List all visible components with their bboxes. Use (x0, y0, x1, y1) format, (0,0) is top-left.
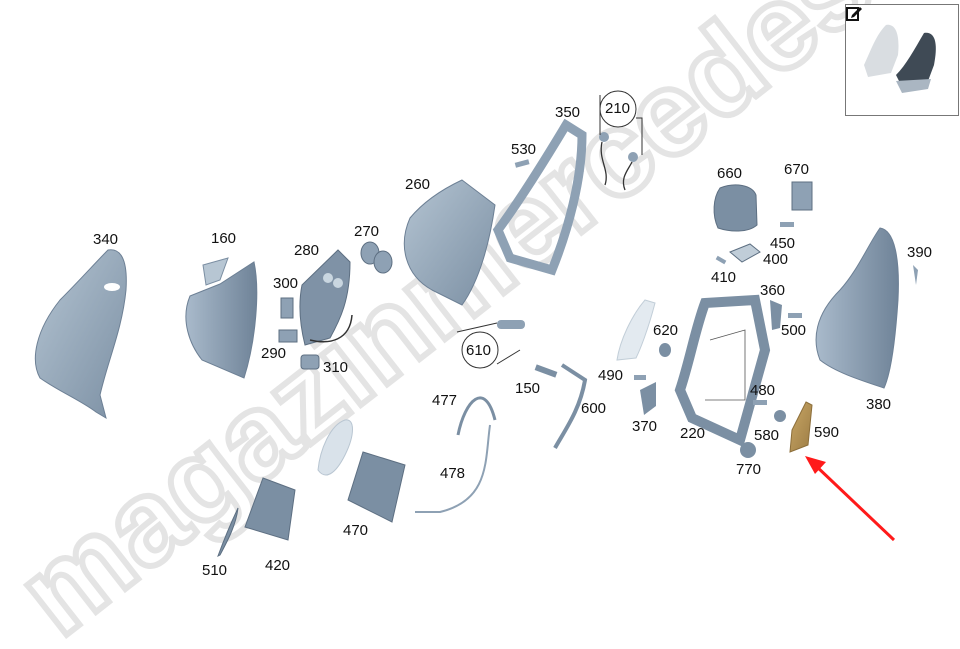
part-label-610[interactable]: 610 (466, 342, 492, 359)
part-300[interactable] (280, 297, 294, 319)
part-label-590[interactable]: 590 (814, 424, 840, 441)
part-label-300[interactable]: 300 (273, 275, 299, 292)
part-610[interactable] (456, 320, 525, 365)
seat-thumbnail-image (864, 24, 936, 93)
part-580[interactable] (774, 410, 786, 422)
part-label-500[interactable]: 500 (781, 322, 807, 339)
part-label-660[interactable]: 660 (717, 165, 743, 182)
part-590-highlighted[interactable] (789, 401, 813, 453)
part-360[interactable] (770, 300, 782, 330)
part-label-530[interactable]: 530 (511, 141, 537, 158)
part-label-390[interactable]: 390 (907, 244, 933, 261)
part-label-580[interactable]: 580 (754, 427, 780, 444)
part-290[interactable] (278, 329, 298, 343)
part-340-backrest-cover[interactable] (34, 249, 127, 420)
part-510[interactable] (217, 507, 239, 558)
part-label-340[interactable]: 340 (93, 231, 119, 248)
edit-icon[interactable] (846, 5, 862, 21)
part-530[interactable] (514, 159, 530, 168)
part-label-620[interactable]: 620 (653, 322, 679, 339)
part-label-150[interactable]: 150 (515, 380, 541, 397)
part-label-310[interactable]: 310 (323, 359, 349, 376)
part-label-210[interactable]: 210 (605, 100, 631, 117)
part-label-360[interactable]: 360 (760, 282, 786, 299)
highlight-arrow (805, 456, 896, 542)
part-770[interactable] (740, 442, 756, 458)
part-bolster-foam[interactable] (616, 299, 656, 361)
part-210-cables[interactable] (599, 95, 643, 191)
part-160[interactable] (202, 257, 229, 286)
part-410[interactable] (715, 255, 727, 265)
part-label-480[interactable]: 480 (750, 382, 776, 399)
part-260[interactable] (403, 179, 496, 306)
part-label-600[interactable]: 600 (581, 400, 607, 417)
part-label-470[interactable]: 470 (343, 522, 369, 539)
part-370[interactable] (640, 382, 656, 415)
part-390[interactable] (913, 265, 918, 285)
part-477[interactable] (456, 396, 497, 436)
part-label-270[interactable]: 270 (354, 223, 380, 240)
part-660-headrest[interactable] (713, 184, 758, 232)
callout-circle-610 (461, 331, 499, 369)
part-label-220[interactable]: 220 (680, 425, 706, 442)
part-label-280[interactable]: 280 (294, 242, 320, 259)
part-label-670[interactable]: 670 (784, 161, 810, 178)
part-478[interactable] (415, 424, 491, 513)
part-350-frame[interactable] (492, 118, 587, 276)
part-label-770[interactable]: 770 (736, 461, 762, 478)
part-310[interactable] (300, 354, 320, 370)
seat-overview-thumbnail[interactable] (845, 4, 959, 116)
part-label-370[interactable]: 370 (632, 418, 658, 435)
part-480[interactable] (753, 400, 767, 405)
part-label-410[interactable]: 410 (711, 269, 737, 286)
part-150[interactable] (534, 364, 558, 378)
part-160-panel[interactable] (185, 261, 258, 379)
part-600[interactable] (553, 363, 588, 449)
part-label-450[interactable]: 450 (770, 235, 796, 252)
part-220-frame[interactable] (674, 294, 771, 447)
part-label-380[interactable]: 380 (866, 396, 892, 413)
part-label-490[interactable]: 490 (598, 367, 624, 384)
part-280[interactable] (299, 249, 351, 346)
part-270[interactable] (360, 241, 393, 274)
part-label-510[interactable]: 510 (202, 562, 228, 579)
part-670[interactable] (791, 181, 813, 211)
part-label-400[interactable]: 400 (763, 251, 789, 268)
part-400[interactable] (729, 243, 761, 263)
part-label-290[interactable]: 290 (261, 345, 287, 362)
part-label-478[interactable]: 478 (440, 465, 466, 482)
callout-circle-210 (599, 90, 637, 128)
part-490[interactable] (634, 375, 646, 380)
part-420[interactable] (244, 477, 296, 541)
part-500[interactable] (788, 313, 802, 318)
part-470-foam[interactable] (317, 419, 353, 476)
part-label-420[interactable]: 420 (265, 557, 291, 574)
part-label-260[interactable]: 260 (405, 176, 431, 193)
part-380-backrest-rear[interactable] (815, 227, 899, 389)
part-450[interactable] (780, 222, 794, 227)
part-620[interactable] (659, 343, 671, 357)
part-470[interactable] (347, 451, 406, 523)
part-label-350[interactable]: 350 (555, 104, 581, 121)
part-label-160[interactable]: 160 (211, 230, 237, 247)
part-label-477[interactable]: 477 (432, 392, 458, 409)
